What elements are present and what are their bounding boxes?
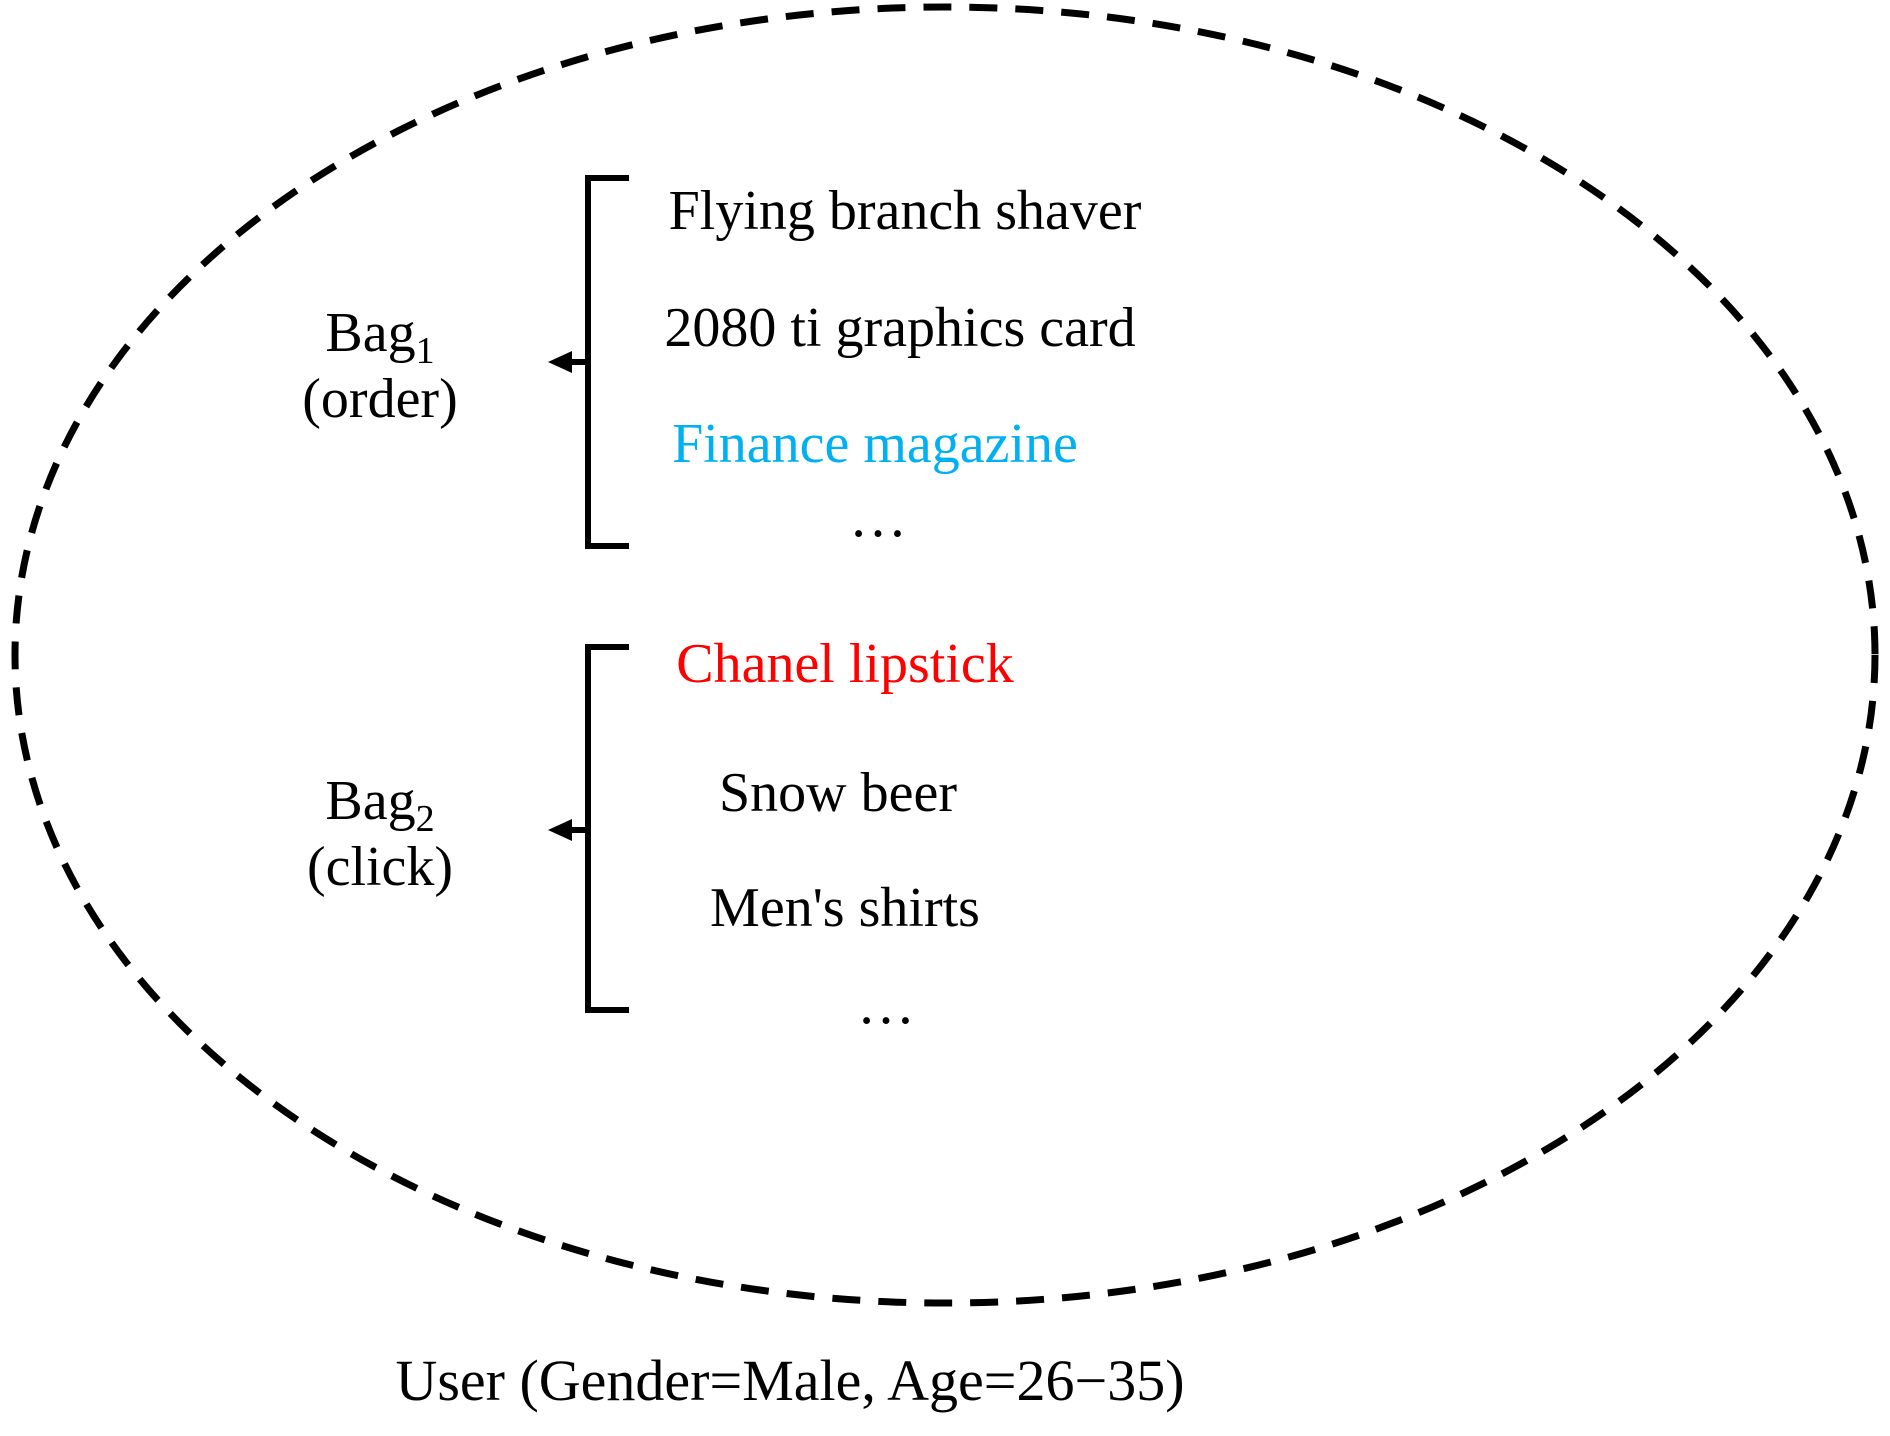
bag1-item-ellipsis: … (849, 484, 915, 549)
bag1-item: Flying branch shaver (668, 180, 1142, 242)
bag2-item: Men's shirts (710, 877, 980, 939)
bag1-label: Bag1 (order) (250, 300, 510, 432)
bag1-subscript: 1 (415, 330, 435, 373)
bag1-brace (548, 175, 629, 549)
bag2-name: Bag2 (250, 768, 510, 838)
bag1-name-text: Bag (325, 302, 416, 364)
bag1-mode: (order) (302, 368, 458, 431)
bag1-item: Finance magazine (672, 413, 1078, 475)
bag2-item: Chanel lipstick (676, 633, 1014, 695)
bag2-brace (548, 644, 629, 1013)
bag2-mode: (click) (306, 836, 454, 899)
user-ellipse (11, 3, 1879, 1307)
bag2-item-ellipsis: … (857, 971, 923, 1036)
user-caption: User (Gender=Male, Age=26−35) (395, 1348, 1185, 1413)
bag2-item: Snow beer (719, 762, 957, 824)
bag1-item: 2080 ti graphics card (664, 297, 1136, 359)
bag2-label: Bag2 (click) (250, 768, 510, 900)
bag2-name-text: Bag (325, 770, 416, 832)
bag1-name: Bag1 (250, 300, 510, 370)
bag2-subscript: 2 (415, 798, 435, 841)
